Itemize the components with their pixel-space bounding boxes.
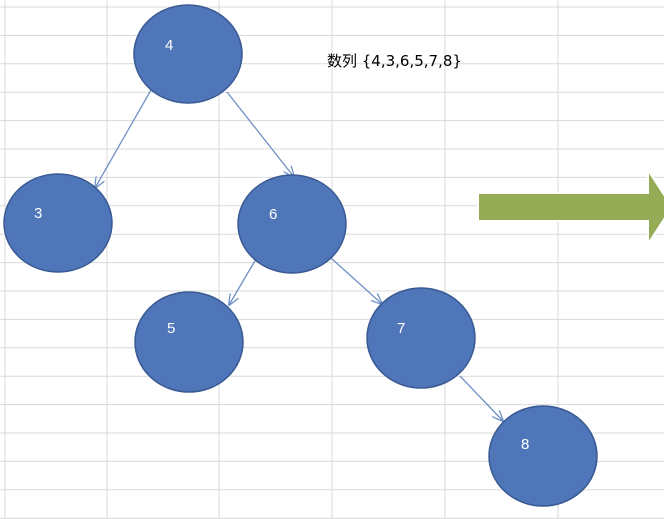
node-circle [488,405,598,507]
tree-node-4: 4 [133,4,243,104]
tree-node-5: 5 [134,291,244,393]
tree-node-3: 3 [3,173,113,273]
node-circle [133,4,243,104]
node-label: 8 [521,436,529,453]
node-label: 4 [165,37,173,54]
edge-n4-n3 [95,89,152,188]
tree-node-7: 7 [366,287,476,389]
edge-n6-n5 [229,258,257,305]
edge-n6-n7 [330,257,382,304]
edge-n7-n8 [459,375,503,421]
node-label: 5 [167,320,175,337]
right-arrow-icon [477,166,664,248]
node-circle [366,287,476,389]
tree-node-6: 6 [237,174,347,274]
node-circle [3,173,113,273]
node-label: 7 [397,320,405,337]
node-circle [134,291,244,393]
node-label: 6 [269,206,277,223]
tree-nodes: 4 3 6 5 7 8 [3,4,598,507]
sequence-caption: 数列 {4,3,6,5,7,8} [327,52,462,70]
node-circle [237,174,347,274]
tree-edges [95,89,503,421]
node-label: 3 [34,205,42,222]
edge-n4-n6 [226,91,294,177]
tree-node-8: 8 [488,405,598,507]
